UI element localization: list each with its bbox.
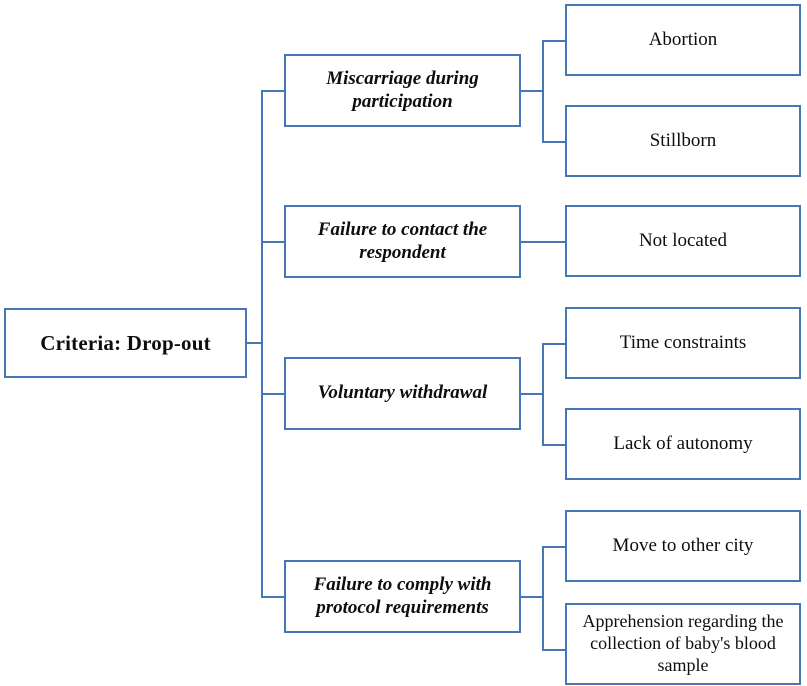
connector-branch-1-to-subtrunk [521, 90, 544, 92]
node-leaf-move-to-other-city[interactable]: Move to other city [565, 510, 801, 582]
node-leaf-time-constraints[interactable]: Time constraints [565, 307, 801, 379]
connector-branch-4-to-subtrunk [521, 596, 544, 598]
node-leaf-lack-of-autonomy[interactable]: Lack of autonomy [565, 408, 801, 480]
subtrunk-branch-1 [542, 40, 544, 142]
node-leaf-apprehension-blood-sample[interactable]: Apprehension regarding the collection of… [565, 603, 801, 685]
node-root-criteria-dropout[interactable]: Criteria: Drop-out [4, 308, 247, 378]
connector-trunk-to-branch-4 [261, 596, 284, 598]
connector-trunk-to-branch-1 [261, 90, 284, 92]
node-branch-voluntary-withdrawal[interactable]: Voluntary withdrawal [284, 357, 521, 430]
connector-branch-2-to-leaf-not-located [521, 241, 566, 243]
connector-branch-3-to-subtrunk [521, 393, 544, 395]
node-branch-failure-to-contact-respondent[interactable]: Failure to contact the respondent [284, 205, 521, 278]
subtrunk-branch-4 [542, 546, 544, 650]
connector-subtrunk-3-to-leaf-time-constraints [542, 343, 566, 345]
connector-root-to-trunk [247, 342, 263, 344]
connector-trunk-to-branch-3 [261, 393, 284, 395]
subtrunk-branch-3 [542, 343, 544, 445]
node-leaf-stillborn[interactable]: Stillborn [565, 105, 801, 177]
connector-main-trunk [261, 90, 263, 598]
connector-subtrunk-1-to-leaf-stillborn [542, 141, 566, 143]
node-leaf-abortion[interactable]: Abortion [565, 4, 801, 76]
node-leaf-not-located[interactable]: Not located [565, 205, 801, 277]
node-branch-miscarriage-during-participation[interactable]: Miscarriage during participation [284, 54, 521, 127]
connector-trunk-to-branch-2 [261, 241, 284, 243]
connector-subtrunk-4-to-leaf-move-to-other-city [542, 546, 566, 548]
connector-subtrunk-1-to-leaf-abortion [542, 40, 566, 42]
connector-subtrunk-3-to-leaf-lack-of-autonomy [542, 444, 566, 446]
connector-subtrunk-4-to-leaf-apprehension [542, 649, 566, 651]
node-branch-failure-to-comply-protocol[interactable]: Failure to comply with protocol requirem… [284, 560, 521, 633]
